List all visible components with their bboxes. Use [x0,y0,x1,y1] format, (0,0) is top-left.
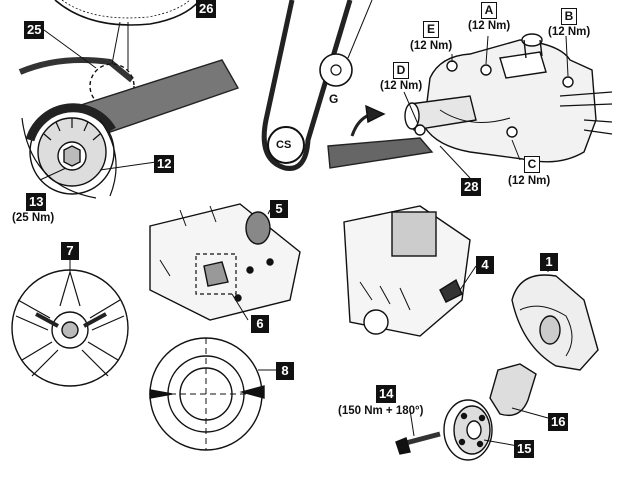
letter-A: A [481,2,497,19]
label-G: G [329,92,339,106]
torque-A: (12 Nm) [468,20,511,32]
callout-12: 12 [154,155,175,173]
engine-block-detail [149,203,301,321]
label-CS: CS [276,139,292,151]
crank-sprocket-assembly [18,0,240,199]
callout-14: 14 [376,385,397,403]
engine-pin-detail [343,205,477,337]
torque-D: (12 Nm) [380,80,423,92]
callout-26: 26 [196,0,217,18]
torque-14: (150 Nm + 180°) [338,405,424,417]
callout-13: 13 [26,193,47,211]
torque-E: (12 Nm) [410,40,453,52]
letter-D: D [393,62,409,79]
torque-13: (25 Nm) [12,212,55,224]
callout-4: 4 [476,256,494,274]
timing-cover-1 [511,268,599,371]
callout-5: 5 [270,200,288,218]
bracket-16 [489,363,549,419]
letter-B: B [561,8,577,25]
letter-C: C [524,156,540,173]
timing-belt [261,0,373,171]
crank-pulley-15 [443,399,519,461]
callout-28: 28 [461,178,482,196]
callout-7: 7 [61,242,79,260]
callout-25: 25 [24,21,45,39]
callout-8: 8 [276,362,294,380]
crank-pulley-view-8 [149,337,276,451]
callout-15: 15 [514,440,535,458]
torque-B: (12 Nm) [548,26,591,38]
sprocket-view-7 [11,258,129,387]
callout-1: 1 [540,253,558,271]
callout-16: 16 [548,413,569,431]
water-pump-housing [327,33,613,179]
torque-C: (12 Nm) [508,175,551,187]
letter-E: E [423,21,439,38]
callout-6: 6 [251,315,269,333]
pulley-bolt-14 [395,409,441,455]
